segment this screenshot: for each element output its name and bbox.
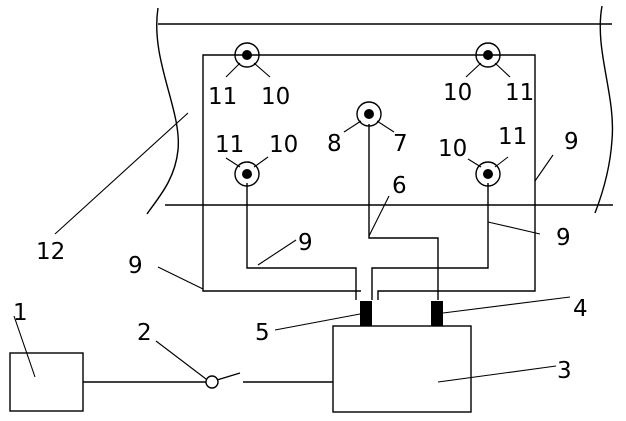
label-1: 1 [13,300,28,326]
label-10-top-left: 10 [261,84,290,110]
label-10-mid-left: 10 [269,132,298,158]
label-11-mid-right: 11 [498,124,527,150]
box-1 [10,353,83,411]
label-11-mid-left: 11 [215,132,244,158]
label-10-top-right: 10 [443,80,472,106]
label-6: 6 [392,173,407,199]
label-7: 7 [393,131,408,157]
label-12: 12 [36,239,65,265]
label-9-lower-right: 9 [556,225,571,251]
connector-4 [431,301,443,326]
switch-blade [217,373,240,380]
sensor-center [357,102,381,126]
label-4: 4 [573,296,588,322]
box-3 [333,326,471,412]
wire-right [372,183,488,300]
label-2: 2 [137,320,152,346]
label-5: 5 [255,320,270,346]
label-8: 8 [327,131,342,157]
label-9-center: 9 [298,230,313,256]
label-9-left: 9 [128,253,143,279]
label-9-upper-right: 9 [564,129,579,155]
label-11-top-right: 11 [505,80,534,106]
switch-pivot [206,376,218,388]
label-3: 3 [557,358,572,384]
leader-lines [14,63,570,382]
label-10-mid-right: 10 [438,136,467,162]
label-11-top-left: 11 [208,84,237,110]
connector-5 [360,301,372,326]
